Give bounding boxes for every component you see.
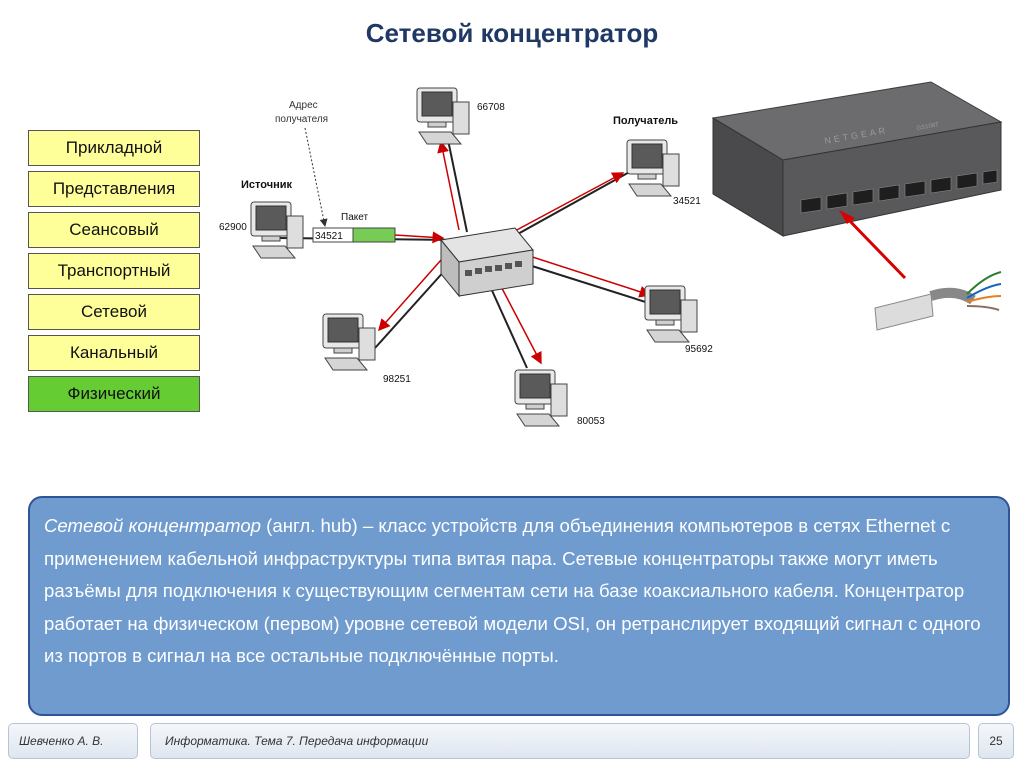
computer-address-receiver: 34521 [673, 196, 701, 207]
footer-topic: Информатика. Тема 7. Передача информации [150, 723, 970, 759]
osi-layer-application: Прикладной [28, 130, 200, 166]
cable-icon [874, 271, 1002, 331]
osi-layer-session: Сеансовый [28, 212, 200, 248]
slide-title: Сетевой концентратор [365, 18, 659, 48]
definition-box: Сетевой концентратор (англ. hub) – класс… [28, 496, 1010, 716]
hub-photo: NETGEAR GS108T [711, 81, 1003, 331]
signal-arrows [378, 140, 652, 365]
osi-layer-transport: Транспортный [28, 253, 200, 289]
computer-icon [626, 139, 680, 197]
osi-layer-presentation: Представления [28, 171, 200, 207]
footer-author: Шевченко А. В. [8, 723, 138, 759]
packet-label: Пакет [341, 212, 368, 223]
hub-network-diagram: 34521 Пакет Адрес получателя 66708 62900… [219, 87, 713, 427]
osi-layer-datalink: Канальный [28, 335, 200, 371]
computer-address-bottom: 80053 [577, 416, 605, 427]
computer-icon [514, 369, 568, 427]
computer-address-top: 66708 [477, 102, 505, 113]
device-model: GS108T [916, 122, 939, 132]
computer-icon [644, 285, 698, 343]
definition-term: Сетевой концентратор [44, 515, 262, 536]
source-label: Источник [241, 179, 293, 191]
packet-address: 34521 [315, 231, 343, 242]
computer-icon [250, 201, 304, 259]
definition-text: (англ. hub) – класс устройств для объеди… [44, 515, 981, 666]
computer-address-right: 95692 [685, 344, 713, 355]
ethernet-ports [800, 169, 998, 214]
computer-address-left-bottom: 98251 [383, 374, 411, 385]
receiver-label: Получатель [613, 115, 678, 127]
computer-icon [416, 87, 470, 145]
computer-address-source: 62900 [219, 222, 247, 233]
osi-layer-network: Сетевой [28, 294, 200, 330]
osi-layer-stack: Прикладной Представления Сеансовый Транс… [28, 130, 200, 417]
osi-layer-physical: Физический [28, 376, 200, 412]
computer-icon [322, 313, 376, 371]
hub-device [440, 227, 534, 298]
packet [312, 227, 445, 244]
dest-address-label-line1: Адрес [289, 100, 318, 111]
page-number: 25 [978, 723, 1014, 759]
dest-address-label-line2: получателя [275, 114, 328, 125]
